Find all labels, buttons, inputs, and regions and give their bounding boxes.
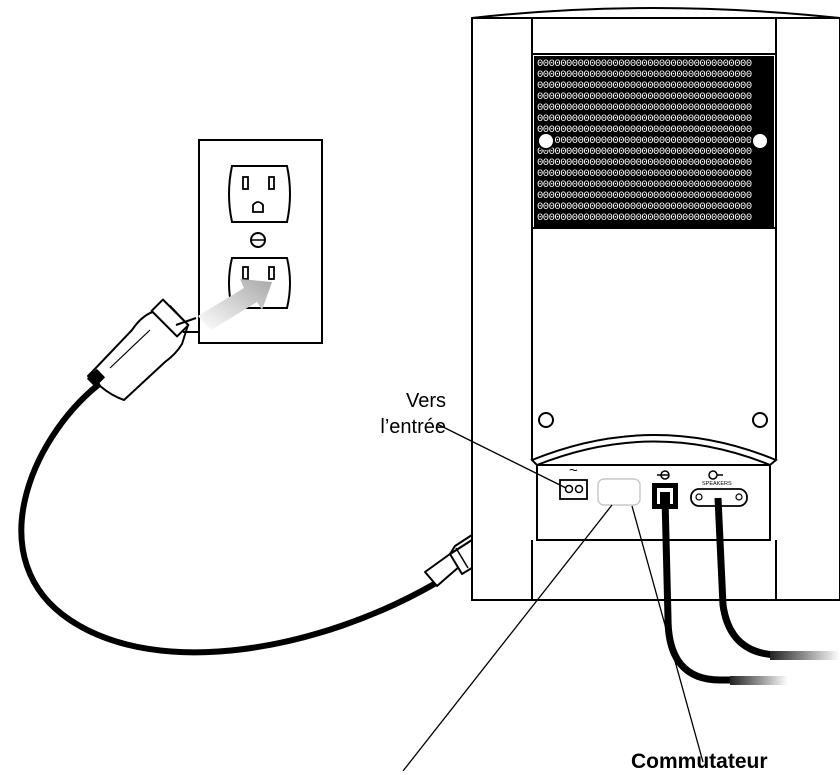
switch-label: Commutateur [631,750,768,773]
ac-symbol: ~ [569,462,578,479]
speaker-rear-view: 0000000000000000000000000000000000000 00… [471,7,840,601]
wall-plug-icon [87,298,200,401]
leader-line-bottom [402,504,613,771]
svg-text:000000000000000000000000000000: 0000000000000000000000000000000000000 [537,168,752,180]
svg-text:000000000000000000000000000000: 0000000000000000000000000000000000000 [537,80,752,92]
svg-text:000000000000000000000000000000: 0000000000000000000000000000000000000 [537,157,752,169]
plug-direction-arrow [198,279,272,330]
audio-cables [660,492,840,685]
leader-lines [402,423,704,771]
svg-text:000000000000000000000000000000: 0000000000000000000000000000000000000 [537,201,752,213]
ac-inlet-icon [559,479,588,500]
cabinet-screw-left-icon [538,412,554,428]
cabinet-screw-right-icon [752,412,768,428]
power-input-label-line2: l’entrée [380,416,446,438]
svg-text:000000000000000000000000000000: 0000000000000000000000000000000000000 [537,58,752,70]
svg-text:000000000000000000000000000000: 0000000000000000000000000000000000000 [537,179,752,191]
svg-text:000000000000000000000000000000: 0000000000000000000000000000000000000 [537,113,752,125]
svg-text:000000000000000000000000000000: 0000000000000000000000000000000000000 [537,69,752,81]
speakers-text: SPEAKERS [702,481,732,487]
svg-text:000000000000000000000000000000: 0000000000000000000000000000000000000 [537,124,752,136]
svg-text:000000000000000000000000000000: 0000000000000000000000000000000000000 [537,91,752,103]
grille-screw-right-icon [751,132,769,150]
svg-text:000000000000000000000000000000: 0000000000000000000000000000000000000 [537,212,752,224]
leader-line-switch [631,505,704,763]
svg-text:000000000000000000000000000000: 0000000000000000000000000000000000000 [537,102,752,114]
svg-text:000000000000000000000000000000: 0000000000000000000000000000000000000 [537,146,752,158]
svg-text:000000000000000000000000000000: 0000000000000000000000000000000000000 [537,190,752,202]
power-cord [18,298,515,656]
power-input-label-line1: Vers [405,390,446,412]
leader-line-input [436,423,567,489]
power-switch [597,478,641,506]
grille-screw-left-icon [537,132,555,150]
speaker-grille [534,56,774,227]
output-jack-icon [690,470,748,507]
outlet-upper-receptacle [228,165,291,223]
svg-text:000000000000000000000000000000: 0000000000000000000000000000000000000 [537,135,752,147]
